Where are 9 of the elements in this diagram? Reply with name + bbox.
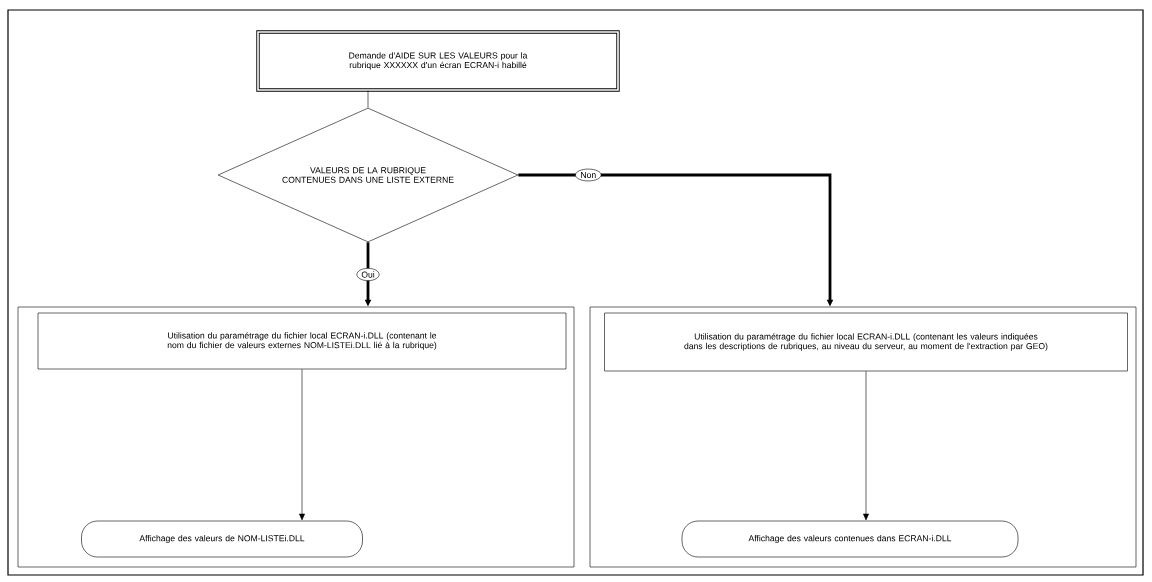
branch-panel: [589, 306, 1137, 568]
process-box: Utilisation du paramétrage du fichier local ECRAN-i.DLL (contenant les valeurs indiquées dans les descriptions de rubriques, au niveau du serveur, au moment de l'extraction par GEO): [604, 312, 1128, 372]
connector-arrow: [299, 369, 305, 521]
edge-label: Oui: [356, 268, 380, 281]
edge-label: Non: [575, 168, 602, 182]
start-box: Demande d'AIDE SUR LES VALEURS pour la rubrique XXXXXX d'un écran ECRAN-i habillé: [256, 30, 620, 92]
connector-arrow: [863, 371, 869, 521]
branch-panel: [17, 306, 575, 568]
process-box: Utilisation du paramétrage du fichier local ECRAN-i.DLL (contenant le nom du fichier de valeurs externes NOM-LISTEi.DLL lié à la rubrique): [37, 312, 567, 370]
